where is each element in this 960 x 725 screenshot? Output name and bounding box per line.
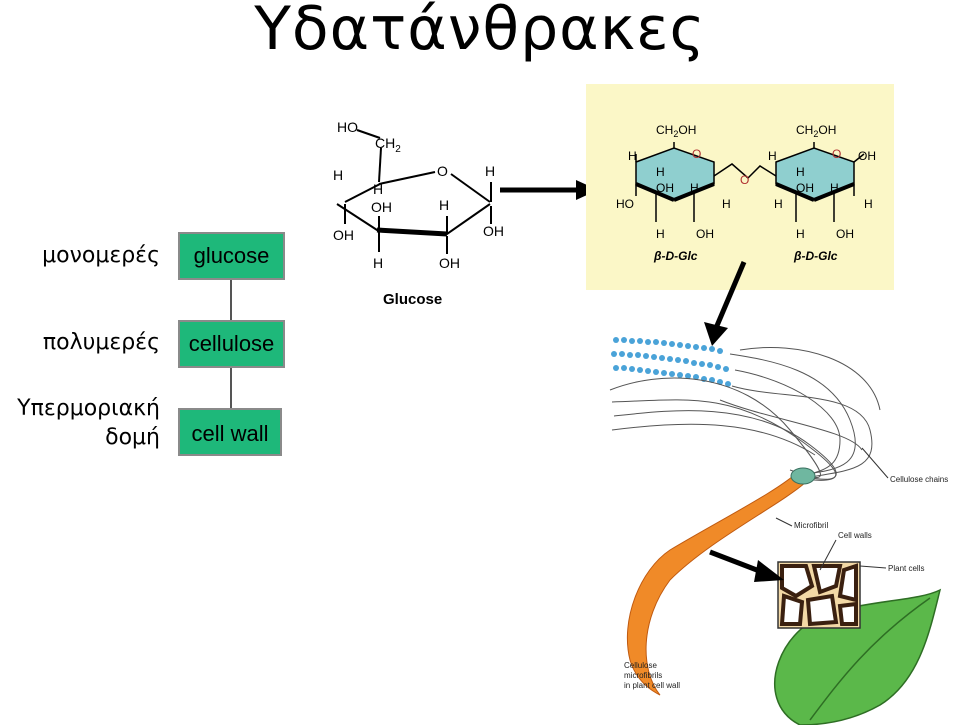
glucose-oh: OH: [439, 255, 460, 271]
cell-wall-box: cell wall: [178, 408, 282, 456]
arrow-right-icon: [500, 180, 598, 200]
glucose-h: H: [373, 181, 383, 197]
cell-walls-label: Cell walls: [838, 531, 872, 540]
connector-line: [230, 368, 232, 408]
ring-o-label: O: [832, 147, 841, 161]
glucose-ch2: CH2: [375, 135, 401, 155]
h-label: H: [628, 149, 637, 163]
supramolecular-label: Υπερμοριακή δομή: [0, 394, 160, 452]
glucose-structure: HO CH2 O H H H OH H OH OH H OH Glucose: [333, 119, 504, 308]
h-label: H: [656, 165, 665, 179]
connector-line: [230, 280, 232, 320]
arrow-down-left-icon: [704, 261, 747, 346]
h-label: H: [796, 165, 805, 179]
glucose-h: H: [485, 163, 495, 179]
cellulose-fiber-illustration: Cellulose chains Microfibril Cell walls …: [609, 337, 948, 725]
beta-glc-label: β-D-Glc: [793, 249, 838, 263]
polymer-label: πολυμερές: [42, 330, 160, 355]
glucose-oh: OH: [371, 199, 392, 215]
h-label: H: [796, 227, 805, 241]
oh-label: OH: [836, 227, 854, 241]
arrow-diagonal-icon: [709, 549, 784, 582]
h-label: H: [864, 197, 873, 211]
cellulose-box: cellulose: [178, 320, 285, 368]
glucose-h: H: [333, 167, 343, 183]
glucose-h: H: [373, 255, 383, 271]
caption-line2: microfibrils: [624, 671, 662, 680]
h-label: H: [722, 197, 731, 211]
glucose-oh: OH: [483, 223, 504, 239]
h-label: H: [774, 197, 783, 211]
cellulose-chains-label: Cellulose chains: [890, 475, 948, 484]
h-label: H: [656, 227, 665, 241]
oh-label: OH: [796, 181, 814, 195]
h-label: H: [768, 149, 777, 163]
supramolecular-label-line2: δομή: [105, 425, 160, 450]
cellobiose-panel: CH2OH CH2OH O O O H H OH H H HO H OH H H…: [586, 84, 894, 290]
link-o-label: O: [740, 173, 749, 187]
ch2oh-label: CH2OH: [796, 123, 836, 139]
glucose-oh: OH: [333, 227, 354, 243]
cellulose-chain-beads: [611, 337, 731, 387]
beta-glc-label: β-D-Glc: [653, 249, 698, 263]
glucose-box: glucose: [178, 232, 285, 280]
glucose-ring-o: O: [437, 163, 448, 179]
ch2oh-label: CH2OH: [656, 123, 696, 139]
ho-label: HO: [616, 197, 634, 211]
h-label: H: [690, 181, 699, 195]
oh-label: OH: [656, 181, 674, 195]
plant-cells-label: Plant cells: [888, 564, 924, 573]
caption-line1: Cellulose: [624, 661, 657, 670]
glucose-caption: Glucose: [383, 291, 442, 308]
glucose-h: H: [439, 197, 449, 213]
ring-o-label: O: [692, 147, 701, 161]
monomer-label: μονομερές: [42, 243, 160, 268]
page-title: Υδατάνθρακες: [254, 0, 706, 64]
glucose-ho: HO: [337, 119, 358, 135]
oh-label: OH: [858, 149, 876, 163]
microfibril-label: Microfibril: [794, 521, 828, 530]
caption-line3: in plant cell wall: [624, 681, 680, 690]
supramolecular-label-line1: Υπερμοριακή: [17, 396, 160, 421]
oh-label: OH: [696, 227, 714, 241]
h-label: H: [830, 181, 839, 195]
